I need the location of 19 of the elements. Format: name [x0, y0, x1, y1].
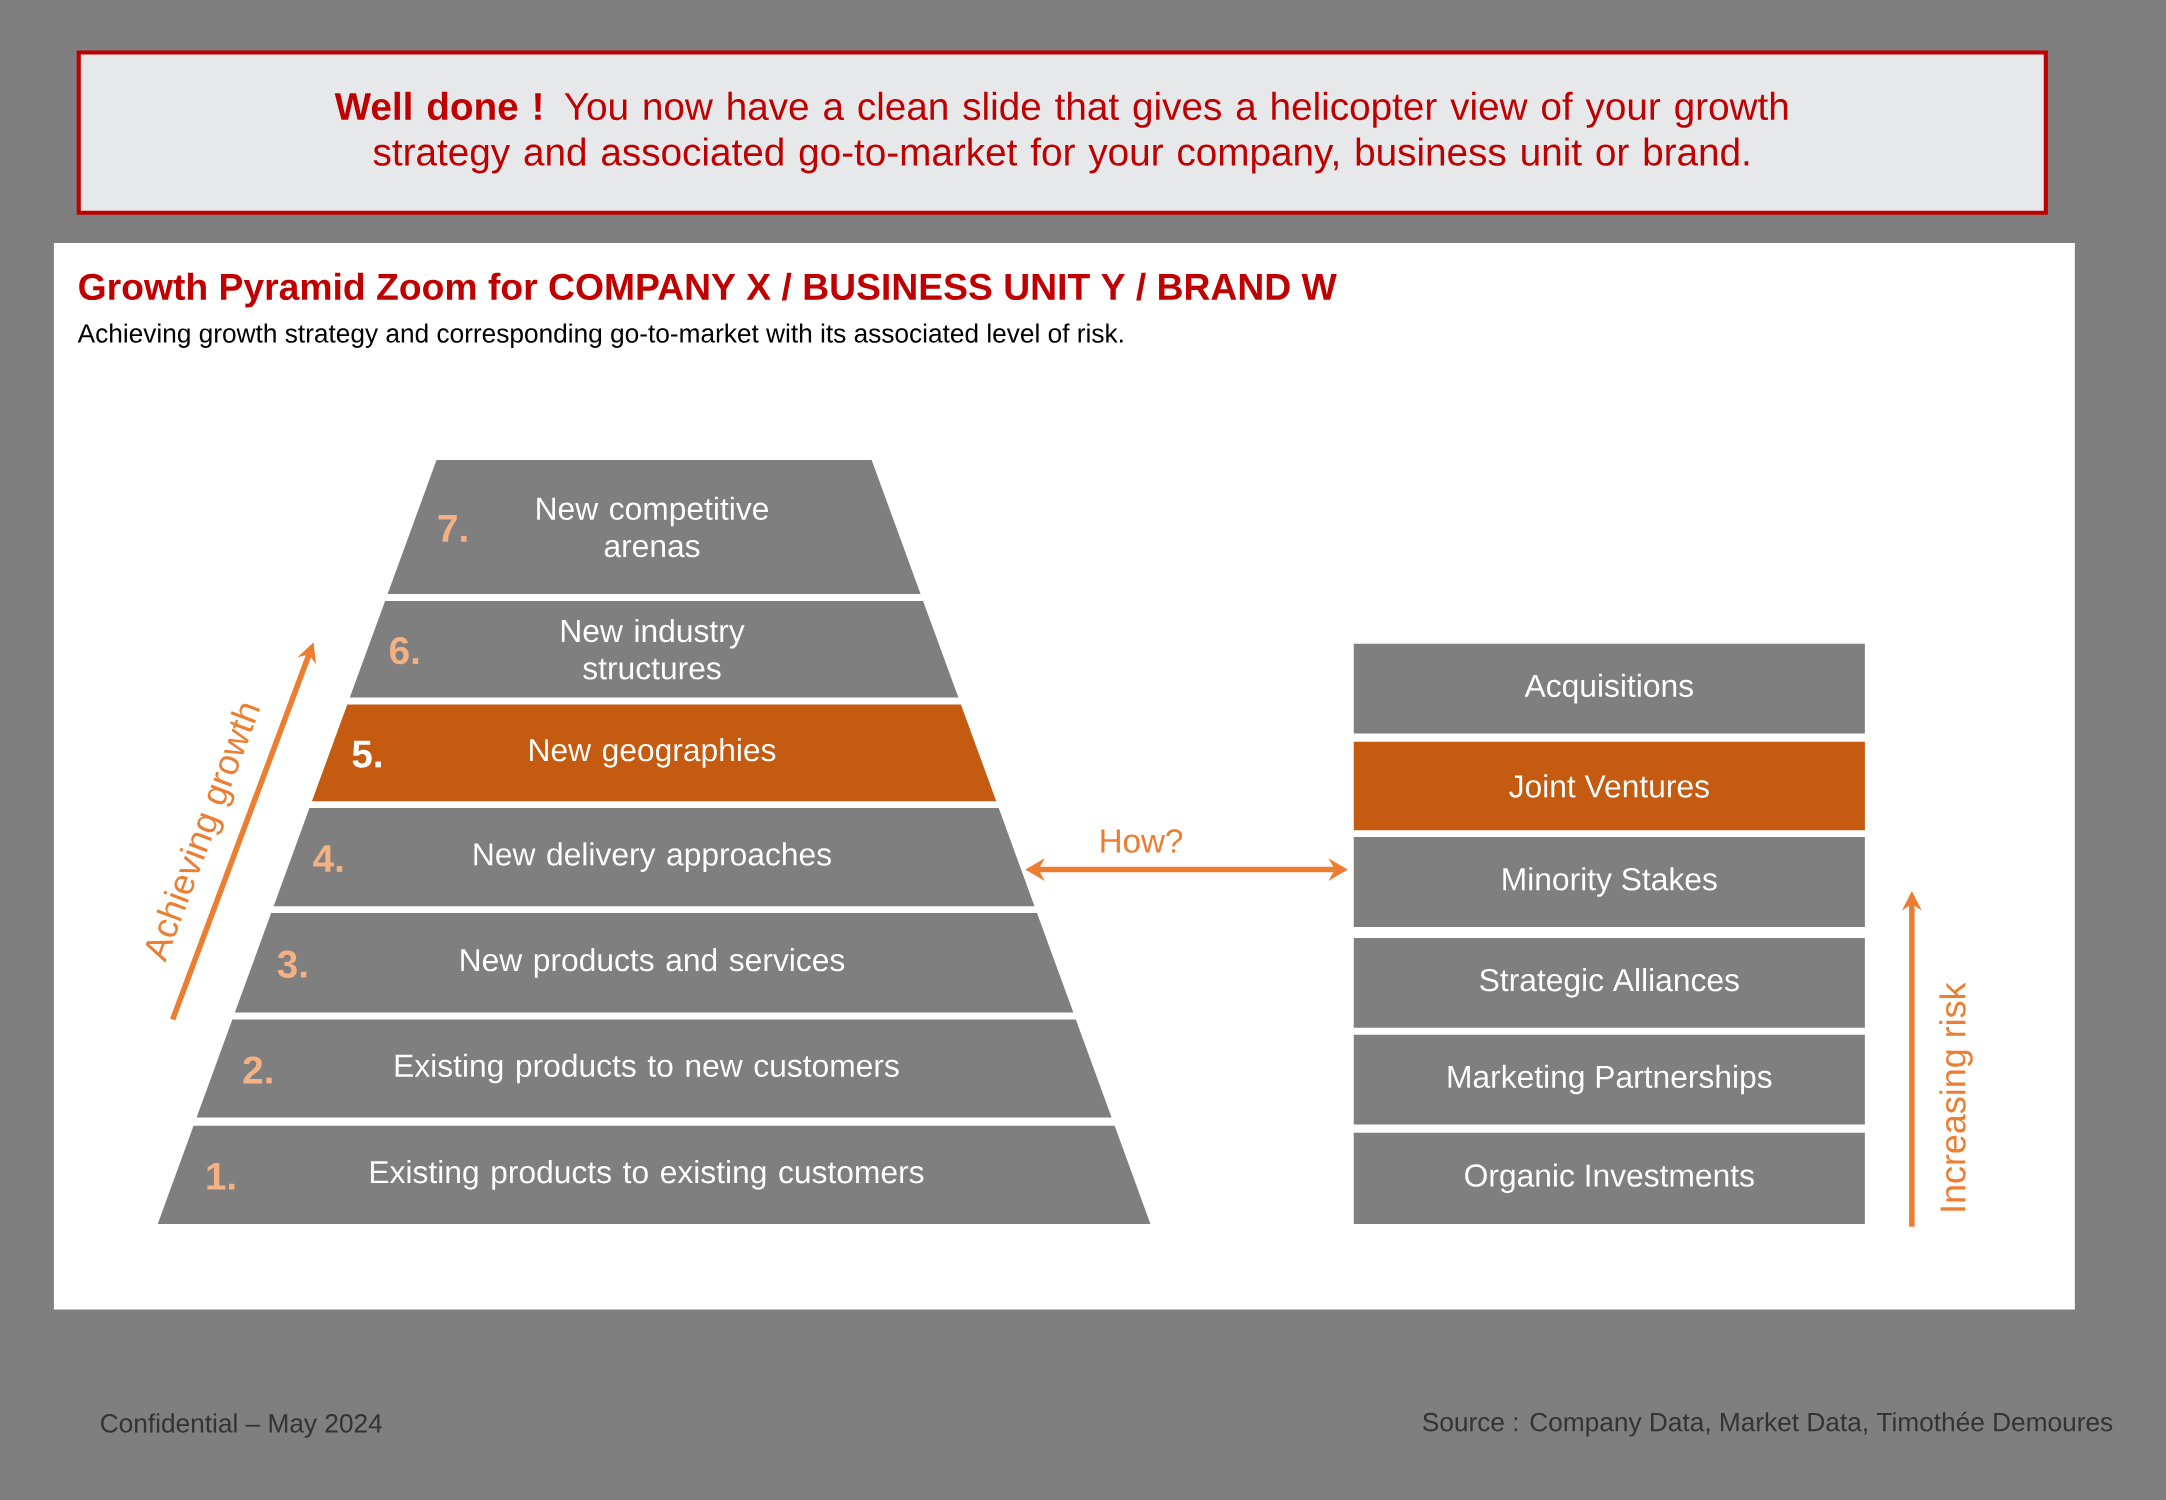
- option-box: Marketing Partnerships: [1353, 1034, 1865, 1125]
- pyramid-layer: 2. Existing products to new customers: [196, 1019, 1112, 1118]
- pyramid-layer: 1. Existing products to existing customers: [157, 1125, 1151, 1224]
- source-note: Source : Company Data, Market Data, Timothée Demoures: [1423, 1411, 2113, 1437]
- edge-label: How?: [1101, 829, 1183, 853]
- title: Growth Pyramid Zoom for COMPANY X / BUSINESS UNIT Y / BRAND W: [79, 272, 1337, 308]
- option-box: Joint Ventures: [1353, 741, 1865, 831]
- axis-label: Increasing risk: [1939, 982, 1973, 1211]
- option-box: Strategic Alliances: [1353, 937, 1865, 1028]
- message-banner: Well done ! You now have a clean slide that gives a helicopter view of your growth strategy and associated go-to-market for your company, business unit or brand.: [76, 50, 2048, 215]
- pyramid-layer: 3. New products and services: [234, 913, 1074, 1013]
- option-box: Minority Stakes: [1353, 837, 1865, 927]
- subtitle: Achieving growth strategy and corresponding go-to-market with its associated level of risk.: [77, 323, 1123, 348]
- option-box: Organic Investments: [1353, 1132, 1865, 1224]
- footer-text: Confidential – May 2024: [101, 1413, 382, 1438]
- pyramid-layer: 4. New delivery approaches: [273, 808, 1035, 907]
- pyramid-layer: 5. New geographies: [311, 704, 997, 802]
- pyramid-layer: 6. New industry structures: [349, 600, 959, 698]
- option-box: Acquisitions: [1353, 643, 1865, 734]
